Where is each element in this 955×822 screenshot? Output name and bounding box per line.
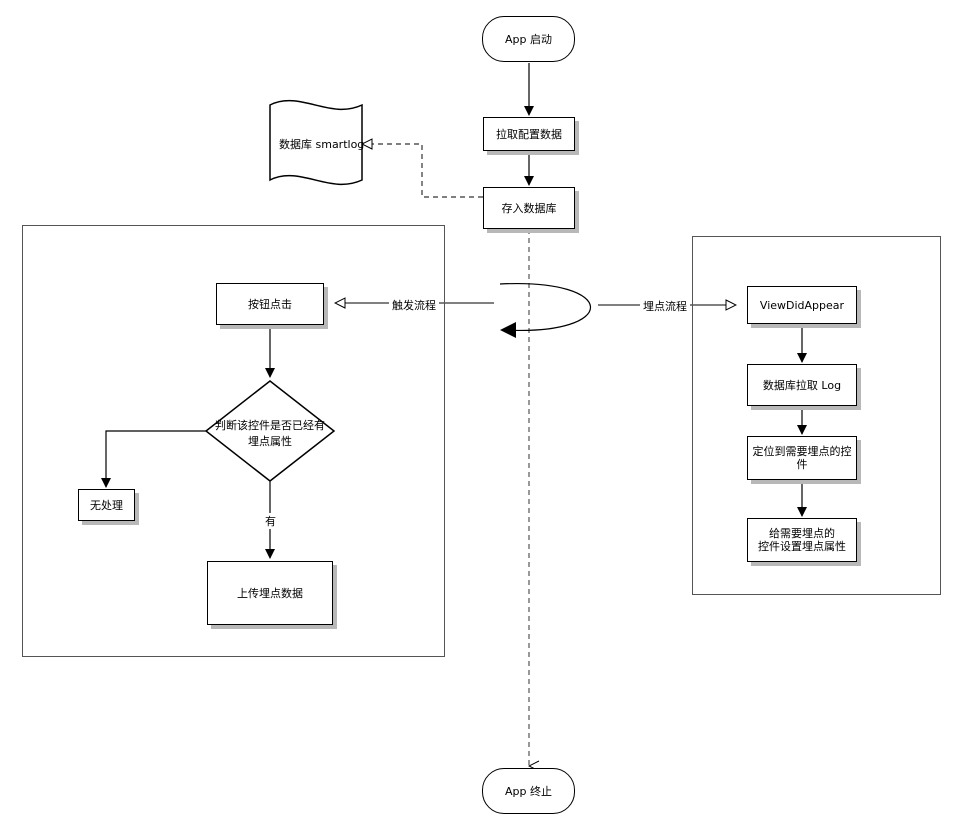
upload-node: 上传埋点数据 [207,561,333,625]
loop-curve [499,282,592,332]
locate-control-node: 定位到需要埋点的控 件 [747,436,857,480]
trigger-flow-label: 触发流程 [389,297,439,313]
edge-decision-to-none [101,430,206,488]
loop-arrowhead [500,322,516,338]
fetch-config-node: 拉取配置数据 [483,117,575,151]
no-action-node: 无处理 [78,489,135,521]
db-store-label: 数据库 smartlog [279,138,365,151]
db-document-shape [269,99,363,186]
track-region [692,236,941,595]
trigger-region [22,225,445,657]
edge-save-to-db [362,144,483,198]
track-flow-label: 埋点流程 [640,298,690,314]
decision-label: 判断该控件是否已经有 埋点属性 [215,419,325,448]
has-label: 有 [262,513,279,529]
app-end-node: App 终止 [482,768,575,814]
save-db-node: 存入数据库 [483,187,575,229]
button-click-node: 按钮点击 [216,283,324,325]
db-fetch-log-node: 数据库拉取 Log [747,364,857,406]
app-start-node: App 启动 [482,16,575,62]
view-did-appear-node: ViewDidAppear [747,286,857,324]
set-attr-node: 给需要埋点的 控件设置埋点属性 [747,518,857,562]
